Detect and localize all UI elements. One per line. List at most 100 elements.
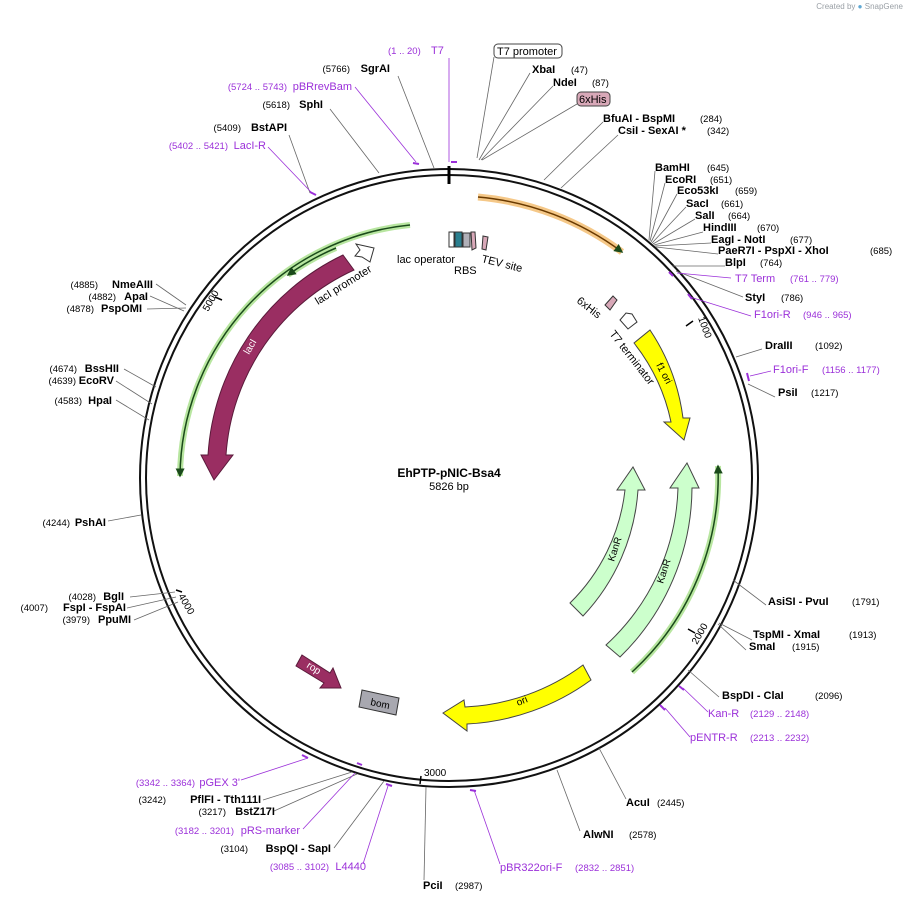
site-tspmi: TspMI - XmaI bbox=[753, 629, 820, 641]
lac-operator-label: lac operator bbox=[397, 254, 455, 266]
site-fspi-pos: (4007) bbox=[21, 603, 48, 614]
site-ppumi: PpuMI bbox=[98, 614, 131, 626]
site-bsshii-pos: (4674) bbox=[50, 364, 77, 375]
t7-promoter-feature bbox=[448, 231, 455, 248]
site-sali-pos: (664) bbox=[728, 211, 750, 222]
site-psii-pos: (1217) bbox=[811, 388, 838, 399]
site-sphi: SphI bbox=[299, 99, 323, 111]
site-bspdi: BspDI - ClaI bbox=[722, 690, 784, 702]
primer-t7term: T7 Term bbox=[735, 273, 775, 285]
plasmid-name: EhPTP-pNIC-Bsa4 bbox=[397, 466, 501, 480]
rop-feature bbox=[295, 654, 342, 689]
site-xbai-pos: (47) bbox=[571, 65, 588, 76]
site-fspi: FspI - FspAI bbox=[63, 602, 126, 614]
site-asisi: AsiSI - PvuI bbox=[768, 596, 829, 608]
tev-site-feature bbox=[481, 235, 489, 251]
site-bstapi: BstAPI bbox=[251, 122, 287, 134]
site-sgrai-pos: (5766) bbox=[323, 64, 350, 75]
site-eagi: EagI - NotI bbox=[711, 234, 765, 246]
site-bfuai: BfuAI - BspMI bbox=[603, 113, 675, 125]
credit-brand: SnapGene bbox=[864, 2, 903, 11]
orf-laci-outer bbox=[175, 224, 411, 478]
site-smai-pos: (1915) bbox=[792, 642, 819, 653]
primer-prs-marker: pRS-marker bbox=[241, 825, 301, 837]
site-ecori-pos: (651) bbox=[710, 175, 732, 186]
tick-3000: 3000 bbox=[424, 768, 447, 779]
primer-laci-r: LacI-R bbox=[234, 140, 266, 152]
primer-pbr322ori-f-range: (2832 .. 2851) bbox=[575, 863, 634, 874]
primer-pbrrevbam: pBRrevBam bbox=[293, 81, 352, 93]
site-apai: ApaI bbox=[124, 291, 148, 303]
his-inner-label: 6xHis bbox=[574, 295, 603, 322]
primer-kan-r-range: (2129 .. 2148) bbox=[750, 709, 809, 720]
site-styi-pos: (786) bbox=[781, 293, 803, 304]
site-sali: SalI bbox=[695, 210, 715, 222]
orf-highlight bbox=[477, 193, 625, 255]
site-bspdi-pos: (2096) bbox=[815, 691, 842, 702]
site-hindiii: HindIII bbox=[703, 222, 737, 234]
site-draiii: DraIII bbox=[765, 340, 793, 352]
site-nmeaiii-pos: (4885) bbox=[71, 280, 98, 291]
site-saci-pos: (661) bbox=[721, 199, 743, 210]
primer-prs-marker-range: (3182 .. 3201) bbox=[175, 826, 234, 837]
primer-pentr-r-range: (2213 .. 2232) bbox=[750, 733, 809, 744]
site-paer7i-pos: (685) bbox=[870, 246, 892, 257]
site-alwni: AlwNI bbox=[583, 829, 614, 841]
site-csii-pos: (342) bbox=[707, 126, 729, 137]
site-bsshii: BssHII bbox=[85, 363, 119, 375]
kanr-inner-feature bbox=[569, 466, 646, 617]
primer-marks bbox=[301, 161, 750, 792]
site-bgli: BglI bbox=[103, 591, 124, 603]
site-pcii: PciI bbox=[423, 880, 443, 892]
site-pspomi-pos: (4878) bbox=[67, 304, 94, 315]
site-acui-pos: (2445) bbox=[657, 798, 684, 809]
site-blpi: BlpI bbox=[725, 257, 746, 269]
site-tspmi-pos: (1913) bbox=[849, 630, 876, 641]
orf-kanr bbox=[631, 464, 723, 673]
credit: Created by ● SnapGene bbox=[816, 2, 903, 11]
site-bstz17i: BstZ17I bbox=[235, 806, 275, 818]
ori-feature bbox=[442, 664, 592, 732]
primer-pgex3-range: (3342 .. 3364) bbox=[136, 778, 195, 789]
site-eco53ki: Eco53kI bbox=[677, 185, 719, 197]
primer-pentr-r: pENTR-R bbox=[690, 732, 738, 744]
primer-pbrrevbam-range: (5724 .. 5743) bbox=[228, 82, 287, 93]
ori-label: ori bbox=[515, 694, 529, 708]
his-top-box bbox=[576, 91, 611, 107]
site-pshai: PshAI bbox=[75, 517, 106, 529]
site-pflfi: PflFI - Tth111I bbox=[190, 794, 261, 806]
site-alwni-pos: (2578) bbox=[629, 830, 656, 841]
site-bspqi: BspQI - SapI bbox=[266, 843, 331, 855]
site-draiii-pos: (1092) bbox=[815, 341, 842, 352]
site-bamhi-pos: (645) bbox=[707, 163, 729, 174]
site-bstz17i-pos: (3217) bbox=[199, 807, 226, 818]
site-bgli-pos: (4028) bbox=[69, 592, 96, 603]
tick-1000: 1000 bbox=[695, 315, 713, 340]
snapgene-logo-icon: ● bbox=[857, 2, 863, 11]
site-nmeaiii: NmeAIII bbox=[112, 279, 153, 291]
primer-l4440: L4440 bbox=[335, 861, 366, 873]
t7-terminator-feature bbox=[619, 312, 638, 330]
site-ndei: NdeI bbox=[553, 77, 577, 89]
primer-t7-range: (1 .. 20) bbox=[388, 46, 421, 57]
orf-laci-small bbox=[286, 247, 337, 276]
rbs-label: RBS bbox=[454, 265, 477, 277]
site-ppumi-pos: (3979) bbox=[63, 615, 90, 626]
laci-promoter-feature bbox=[354, 243, 375, 263]
primer-kan-r: Kan-R bbox=[708, 708, 739, 720]
bom-feature bbox=[358, 689, 400, 716]
site-pshai-pos: (4244) bbox=[43, 518, 70, 529]
site-ecorv-pos: (4639) bbox=[49, 376, 76, 387]
site-acui: AcuI bbox=[626, 797, 650, 809]
site-hpai: HpaI bbox=[88, 395, 112, 407]
site-hpai-pos: (4583) bbox=[55, 396, 82, 407]
site-blpi-pos: (764) bbox=[760, 258, 782, 269]
site-csii: CsiI - SexAI * bbox=[618, 125, 687, 137]
rbs-feature bbox=[462, 232, 471, 248]
site-pcii-pos: (2987) bbox=[455, 881, 482, 892]
f1-ori-feature bbox=[633, 329, 691, 441]
plasmid-length: 5826 bp bbox=[429, 481, 469, 493]
primer-t7term-range: (761 .. 779) bbox=[790, 274, 839, 285]
site-saci: SacI bbox=[686, 198, 709, 210]
